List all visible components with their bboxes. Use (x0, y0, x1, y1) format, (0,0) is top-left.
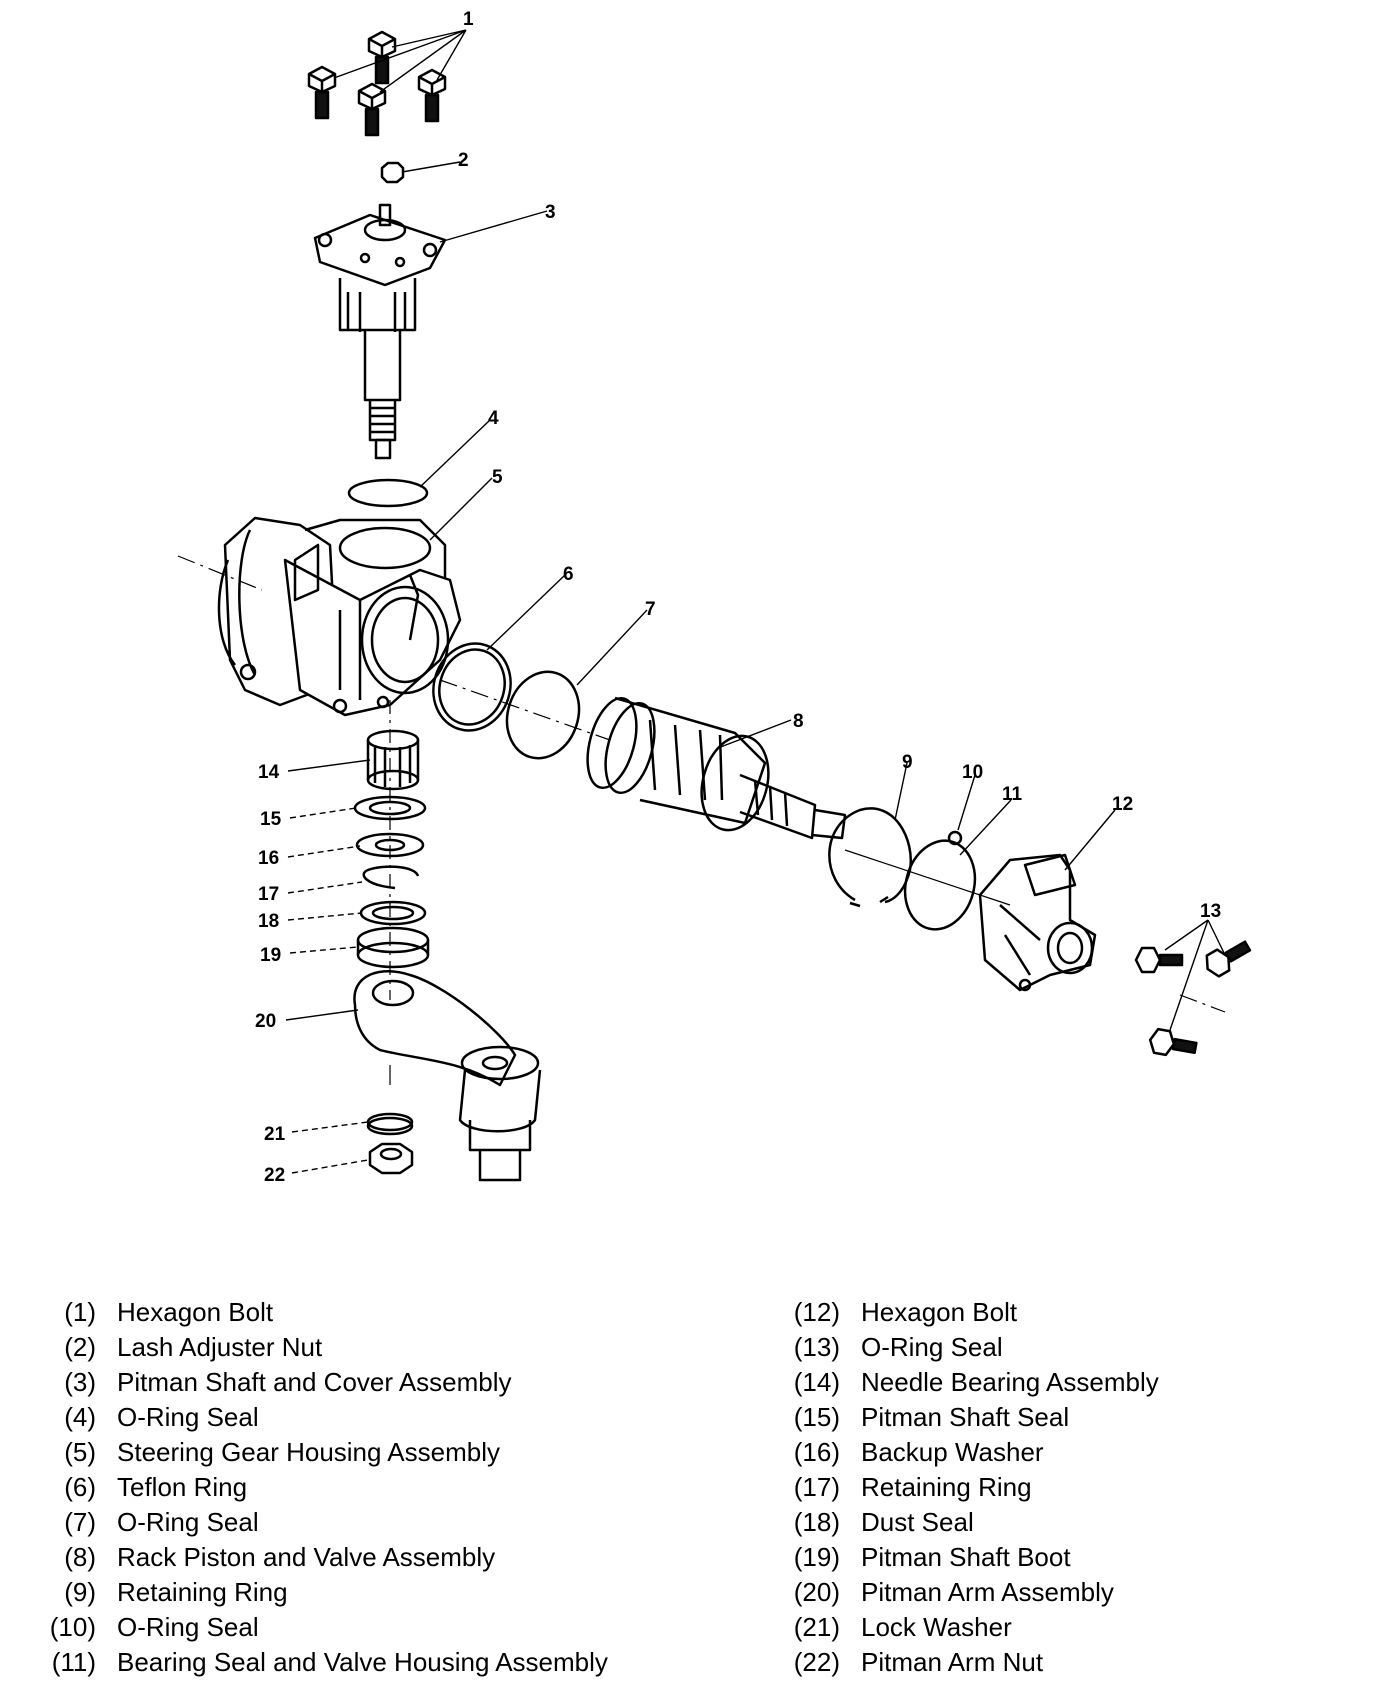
legend-number: (2) (64, 1332, 96, 1362)
legend-part-name: Needle Bearing Assembly (861, 1367, 1159, 1397)
legend-number: (20) (793, 1577, 840, 1607)
legend-number: (18) (793, 1507, 840, 1537)
callout-1: 1 (463, 9, 474, 30)
legend-number: (12) (793, 1297, 840, 1327)
legend-part-name: O-Ring Seal (117, 1402, 259, 1432)
legend-part-name: O-Ring Seal (117, 1612, 259, 1642)
callout-6: 6 (563, 564, 574, 585)
legend-part-name: Lash Adjuster Nut (117, 1332, 323, 1362)
legend-number: (5) (64, 1437, 96, 1467)
leader-lines (285, 29, 1226, 1174)
pitman-arm-nut-22 (368, 1142, 414, 1175)
legend-number: (8) (64, 1542, 96, 1572)
legend-part-name: Backup Washer (861, 1437, 1044, 1467)
pitman-arm-20 (353, 970, 542, 1182)
hexagon-bolt-group-1 (307, 30, 447, 137)
hexagon-bolt-12 (978, 853, 1097, 992)
legend-number: (13) (793, 1332, 840, 1362)
callout-10: 10 (962, 762, 983, 783)
o-ring-seal-4 (347, 478, 429, 508)
o-ring-seal-bolts-13 (1134, 940, 1252, 1057)
callout-13: 13 (1200, 901, 1221, 922)
legend-number: (15) (793, 1402, 840, 1432)
rack-piston-valve-8 (586, 696, 847, 840)
legend-part-name: Bearing Seal and Valve Housing Assembly (117, 1647, 608, 1677)
legend-part-name: Dust Seal (861, 1507, 974, 1537)
callout-9: 9 (902, 752, 913, 773)
legend-part-name: Hexagon Bolt (861, 1297, 1018, 1327)
legend-number: (3) (64, 1367, 96, 1397)
callout-17: 17 (258, 884, 279, 905)
callout-14: 14 (258, 762, 280, 783)
legend-part-name: Hexagon Bolt (117, 1297, 274, 1327)
legend-part-name: O-Ring Seal (117, 1507, 259, 1537)
legend-part-name: Retaining Ring (117, 1577, 288, 1607)
callout-21: 21 (264, 1124, 286, 1145)
legend-number: (9) (64, 1577, 96, 1607)
callout-11: 11 (1002, 784, 1023, 805)
bearing-seal-valve-housing-11 (903, 839, 977, 931)
lock-washer-21 (366, 1112, 414, 1136)
callout-8: 8 (793, 711, 804, 732)
callout-18: 18 (258, 911, 279, 932)
retaining-ring-17 (362, 865, 420, 890)
callout-2: 2 (458, 150, 469, 171)
lash-adjuster-nut-2 (380, 161, 405, 184)
legend-part-name: Pitman Arm Assembly (861, 1577, 1114, 1607)
legend-number: (1) (64, 1297, 96, 1327)
legend-part-name: Retaining Ring (861, 1472, 1032, 1502)
dust-seal-18 (359, 900, 427, 926)
legend-number: (11) (51, 1647, 96, 1677)
legend-part-name: Teflon Ring (117, 1472, 248, 1502)
legend-number: (7) (64, 1507, 96, 1537)
callout-20: 20 (255, 1011, 276, 1032)
legend-number: (19) (793, 1542, 840, 1572)
legend-part-name: Pitman Shaft Boot (861, 1542, 1071, 1572)
teflon-ring-6 (432, 642, 512, 732)
callout-5: 5 (492, 467, 503, 488)
retaining-ring-9 (828, 807, 912, 904)
pitman-shaft-cover-3 (313, 203, 447, 460)
legend-part-name: Steering Gear Housing Assembly (117, 1437, 500, 1467)
axis-lines (177, 555, 1226, 1085)
exploded-parts-diagram: 1 2 3 4 5 6 7 8 9 10 11 12 13 14 15 16 1… (177, 9, 1252, 1186)
callout-12: 12 (1112, 794, 1133, 815)
callout-4: 4 (488, 408, 499, 429)
callout-16: 16 (258, 848, 279, 869)
callout-22: 22 (264, 1165, 285, 1186)
needle-bearing-14 (366, 729, 420, 791)
legend-number: (10) (49, 1612, 96, 1642)
legend-part-name: Lock Washer (861, 1612, 1012, 1642)
callout-labels: 1 2 3 4 5 6 7 8 9 10 11 12 13 14 15 16 1… (255, 9, 1221, 1186)
callout-3: 3 (545, 202, 556, 223)
legend-number: (14) (793, 1367, 840, 1397)
legend-number: (21) (793, 1612, 840, 1642)
legend-number: (17) (793, 1472, 840, 1502)
parts-legend: (1) Hexagon Bolt (2) Lash Adjuster Nut (3)… (0, 1295, 1376, 1695)
callout-7: 7 (645, 599, 656, 620)
legend-part-name: Pitman Arm Nut (861, 1647, 1044, 1677)
steering-gear-housing-5 (217, 516, 462, 717)
legend-part-name: Rack Piston and Valve Assembly (117, 1542, 496, 1572)
callout-19: 19 (260, 945, 281, 966)
legend-part-name: Pitman Shaft and Cover Assembly (117, 1367, 512, 1397)
legend-number: (4) (64, 1402, 96, 1432)
callout-15: 15 (260, 809, 282, 830)
pitman-shaft-boot-19 (356, 926, 430, 969)
legend-number: (16) (793, 1437, 840, 1467)
legend-number: (6) (64, 1472, 96, 1502)
legend-part-name: Pitman Shaft Seal (861, 1402, 1070, 1432)
legend-number: (22) (793, 1647, 840, 1677)
legend-part-name: O-Ring Seal (861, 1332, 1003, 1362)
